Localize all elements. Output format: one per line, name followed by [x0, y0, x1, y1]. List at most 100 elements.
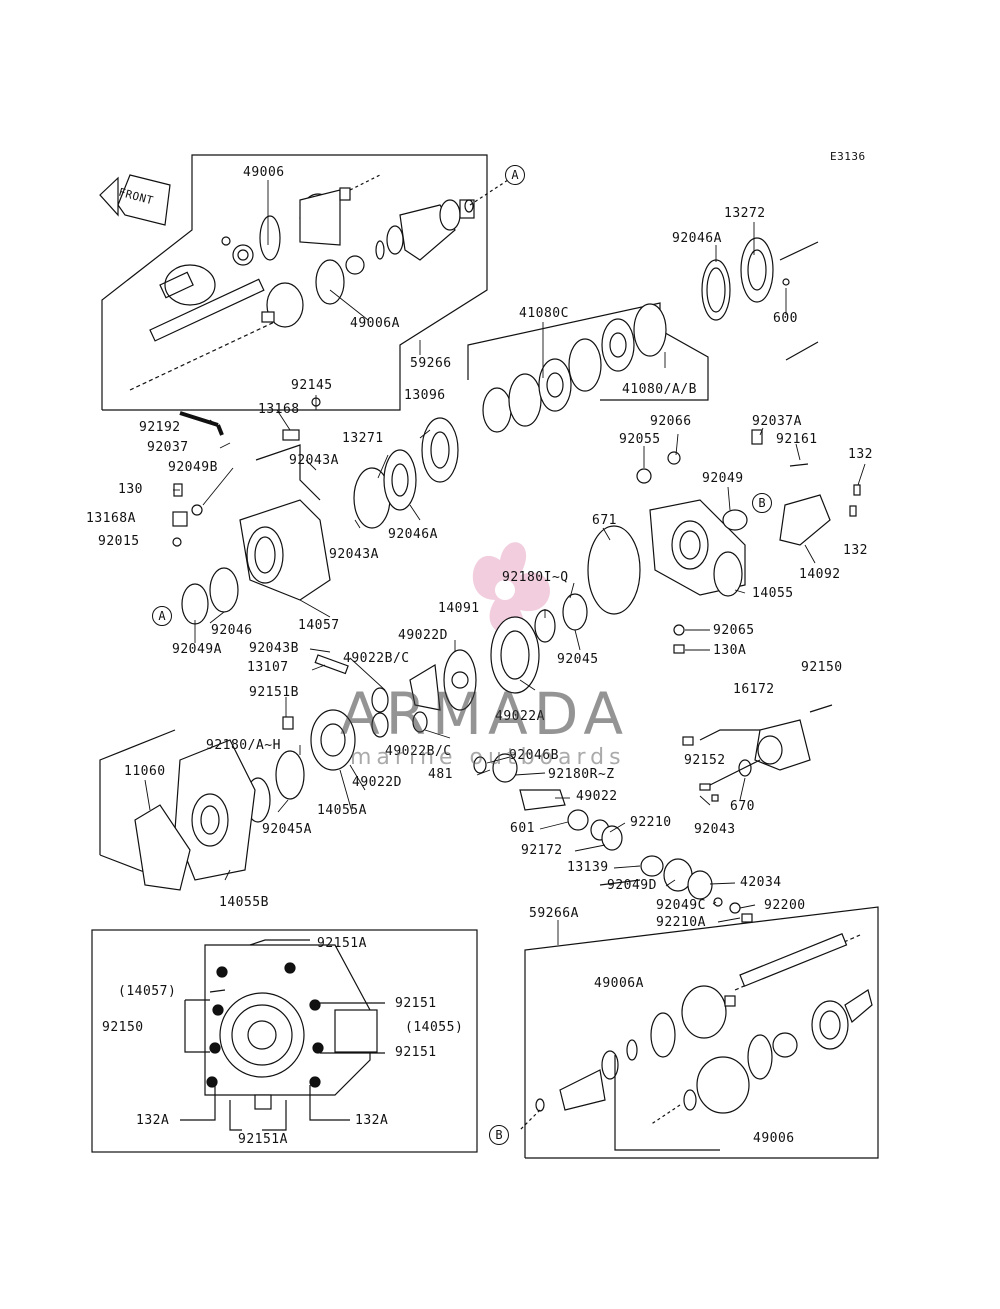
label-13271[interactable]: 13271 — [342, 431, 384, 446]
label-92037a[interactable]: 92037A — [752, 414, 802, 429]
label-132a-left[interactable]: 132A — [136, 1113, 170, 1128]
label-14057[interactable]: 14057 — [298, 618, 340, 633]
label-14057-paren[interactable]: (14057) — [118, 984, 177, 999]
label-14055a[interactable]: 14055A — [317, 803, 367, 818]
label-49022d-1[interactable]: 49022D — [398, 628, 448, 643]
label-13139[interactable]: 13139 — [567, 860, 609, 875]
label-600[interactable]: 600 — [773, 311, 798, 326]
callout-b-bottom: B — [489, 1125, 509, 1145]
label-92055[interactable]: 92055 — [619, 432, 661, 447]
label-92045a[interactable]: 92045A — [262, 822, 312, 837]
label-92151-2[interactable]: 92151 — [395, 1045, 437, 1060]
label-92046a-mid[interactable]: 92046A — [388, 527, 438, 542]
label-92151a-top[interactable]: 92151A — [317, 936, 367, 951]
callout-a-left: A — [152, 606, 172, 626]
label-13168[interactable]: 13168 — [258, 402, 300, 417]
right-housing — [534, 429, 861, 654]
label-92151-1[interactable]: 92151 — [395, 996, 437, 1011]
label-13168a[interactable]: 13168A — [86, 511, 136, 526]
label-49006a-top[interactable]: 49006A — [350, 316, 400, 331]
label-14055b[interactable]: 14055B — [219, 895, 269, 910]
label-132-2[interactable]: 132 — [843, 543, 868, 558]
left-cover — [99, 729, 256, 891]
label-42034[interactable]: 42034 — [740, 875, 782, 890]
label-670[interactable]: 670 — [730, 799, 755, 814]
label-92046[interactable]: 92046 — [211, 623, 253, 638]
label-92043a-2[interactable]: 92043A — [329, 547, 379, 562]
label-13272[interactable]: 13272 — [724, 206, 766, 221]
label-92210[interactable]: 92210 — [630, 815, 672, 830]
label-92172[interactable]: 92172 — [521, 843, 563, 858]
label-601[interactable]: 601 — [510, 821, 535, 836]
callout-a-top: A — [505, 165, 525, 185]
label-49022a[interactable]: 49022A — [495, 709, 545, 724]
label-92210a[interactable]: 92210A — [656, 915, 706, 930]
watermark-logo — [472, 542, 550, 636]
front-arrow-icon — [99, 174, 171, 226]
label-92200[interactable]: 92200 — [764, 898, 806, 913]
pinion-assembly — [473, 753, 753, 923]
label-41080-a-b[interactable]: 41080/A/B — [622, 382, 697, 397]
label-92049a[interactable]: 92049A — [172, 642, 222, 657]
label-14055[interactable]: 14055 — [752, 586, 794, 601]
label-481[interactable]: 481 — [428, 767, 453, 782]
label-92180-r-z[interactable]: 92180R~Z — [548, 767, 615, 782]
label-92180-i-q[interactable]: 92180I~Q — [502, 570, 569, 585]
callout-b-right: B — [752, 493, 772, 513]
label-92049[interactable]: 92049 — [702, 471, 744, 486]
label-130a[interactable]: 130A — [713, 643, 747, 658]
label-92066[interactable]: 92066 — [650, 414, 692, 429]
label-59266[interactable]: 59266 — [410, 356, 452, 371]
label-41080c[interactable]: 41080C — [519, 306, 569, 321]
label-92043[interactable]: 92043 — [694, 822, 736, 837]
label-92151a-bottom[interactable]: 92151A — [238, 1132, 288, 1147]
label-49022b-c-1[interactable]: 49022B/C — [343, 651, 410, 666]
label-49022d-2[interactable]: 49022D — [352, 775, 402, 790]
label-11060[interactable]: 11060 — [124, 764, 166, 779]
label-132-1[interactable]: 132 — [848, 447, 873, 462]
label-49022b-c-2[interactable]: 49022B/C — [385, 744, 452, 759]
label-671[interactable]: 671 — [592, 513, 617, 528]
label-132a-right[interactable]: 132A — [355, 1113, 389, 1128]
label-130[interactable]: 130 — [118, 482, 143, 497]
label-92065[interactable]: 92065 — [713, 623, 755, 638]
label-92015[interactable]: 92015 — [98, 534, 140, 549]
label-49022[interactable]: 49022 — [576, 789, 618, 804]
rear-shaft-group — [519, 906, 879, 1159]
label-14091[interactable]: 14091 — [438, 601, 480, 616]
label-92046b[interactable]: 92046B — [509, 748, 559, 763]
label-92046a-right[interactable]: 92046A — [672, 231, 722, 246]
assembled-view-box — [91, 929, 478, 1153]
watermark-title: ARMADA — [340, 680, 630, 748]
leader-lines — [144, 180, 866, 945]
label-14092[interactable]: 14092 — [799, 567, 841, 582]
diagram-code: E3136 — [830, 150, 866, 163]
label-14055-paren[interactable]: (14055) — [405, 1020, 464, 1035]
label-92049c[interactable]: 92049C — [656, 898, 706, 913]
label-49006-top[interactable]: 49006 — [243, 165, 285, 180]
label-92037[interactable]: 92037 — [147, 440, 189, 455]
label-92152[interactable]: 92152 — [684, 753, 726, 768]
label-92151b[interactable]: 92151B — [249, 685, 299, 700]
label-92043b[interactable]: 92043B — [249, 641, 299, 656]
label-16172[interactable]: 16172 — [733, 682, 775, 697]
label-92180-a-h[interactable]: 92180/A~H — [206, 738, 281, 753]
left-housing — [172, 397, 459, 625]
label-92045[interactable]: 92045 — [557, 652, 599, 667]
label-92049d[interactable]: 92049D — [607, 878, 657, 893]
label-92043a-1[interactable]: 92043A — [289, 453, 339, 468]
label-92150-left[interactable]: 92150 — [102, 1020, 144, 1035]
label-92049b[interactable]: 92049B — [168, 460, 218, 475]
label-49006a-bottom[interactable]: 49006A — [594, 976, 644, 991]
label-49006-bottom[interactable]: 49006 — [753, 1131, 795, 1146]
label-92150-right[interactable]: 92150 — [801, 660, 843, 675]
label-92161[interactable]: 92161 — [776, 432, 818, 447]
label-13107[interactable]: 13107 — [247, 660, 289, 675]
label-13096[interactable]: 13096 — [404, 388, 446, 403]
label-59266a[interactable]: 59266A — [529, 906, 579, 921]
label-92145[interactable]: 92145 — [291, 378, 333, 393]
label-92192[interactable]: 92192 — [139, 420, 181, 435]
front-shaft-group — [99, 154, 509, 411]
